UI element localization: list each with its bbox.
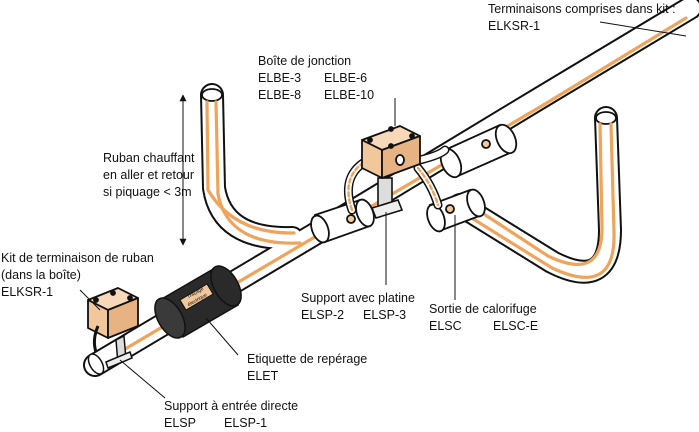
terminations-kit-label: Terminaisons comprises dans kit : ELKSR-… <box>488 1 676 35</box>
junction-box-code-3: ELBE-8 <box>258 88 302 102</box>
heating-tape-label: Ruban chauffant en aller et retour si pi… <box>103 150 195 201</box>
pipe-end-left <box>201 88 223 102</box>
direct-entry-support <box>87 334 133 375</box>
insulation-exit-code-1: ELSC <box>429 319 462 333</box>
marking-label-sleeve: Traçage électrique <box>154 265 242 339</box>
direct-entry-support-title: Support à entrée directe <box>164 399 299 413</box>
leader-lines <box>79 21 687 399</box>
support-with-plate-title: Support avec platine <box>301 291 415 305</box>
heating-tape-line-2: en aller et retour <box>103 168 195 182</box>
termination-box <box>87 287 139 353</box>
tape-termination-kit-code: ELKSR-1 <box>1 285 54 299</box>
support-with-plate-code-2: ELSP-3 <box>363 308 407 322</box>
insulation-exit-code-2: ELSC-E <box>493 319 539 333</box>
junction-box-code-2: ELBE-6 <box>324 71 368 85</box>
support-with-plate <box>370 177 404 219</box>
direct-entry-support-code-1: ELSP <box>164 416 196 430</box>
heating-tape-line-1: Ruban chauffant <box>103 151 195 165</box>
insulation-sleeves <box>310 123 518 244</box>
support-with-plate-label: Support avec platine ELSP-2 ELSP-3 <box>301 290 415 324</box>
marking-label-title: Etiquette de repérage <box>247 352 368 366</box>
support-with-plate-code-1: ELSP-2 <box>301 308 345 322</box>
insulation-exit-label: Sortie de calorifuge ELSC ELSC-E <box>429 301 538 335</box>
direct-entry-support-code-2: ELSP-1 <box>224 416 268 430</box>
heating-tape-line-3: si piquage < 3m <box>103 185 192 199</box>
tape-termination-kit-label: Kit de terminaison de ruban (dans la boî… <box>1 250 154 301</box>
insulation-exit-title: Sortie de calorifuge <box>429 302 537 316</box>
junction-box-code-1: ELBE-3 <box>258 71 302 85</box>
marking-label-label: Etiquette de repérage ELET <box>247 351 367 385</box>
junction-box <box>361 125 421 179</box>
tape-termination-kit-line-1: Kit de terminaison de ruban <box>1 251 154 265</box>
terminations-kit-title: Terminaisons comprises dans kit : <box>488 2 676 16</box>
terminations-kit-code: ELKSR-1 <box>488 19 541 33</box>
direct-entry-support-label: Support à entrée directe ELSP ELSP-1 <box>164 398 298 432</box>
marking-label-code: ELET <box>247 369 279 383</box>
junction-box-label: Boîte de jonction ELBE-3 ELBE-6 ELBE-8 ELB… <box>258 53 374 104</box>
tape-termination-kit-line-2: (dans la boîte) <box>1 268 81 282</box>
junction-box-title: Boîte de jonction <box>258 54 352 68</box>
junction-box-code-4: ELBE-10 <box>324 88 375 102</box>
pipe-end-right <box>595 111 617 125</box>
